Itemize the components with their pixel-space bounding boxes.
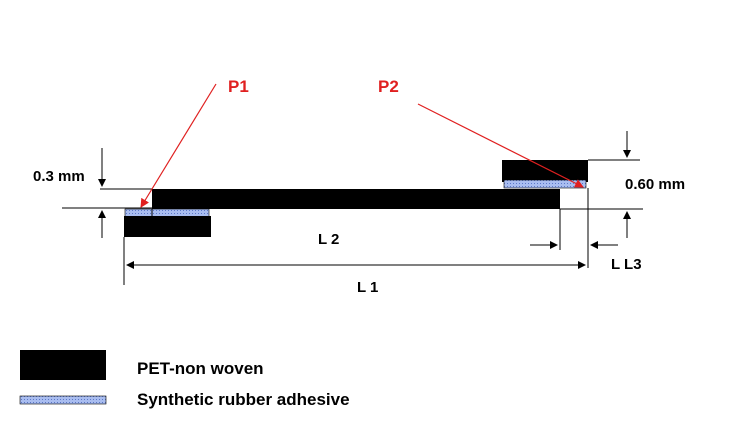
p1-pointer-arrow — [140, 83, 217, 208]
l2-label: L 2 — [318, 231, 339, 248]
right-thickness-label: 0.60 mm — [625, 176, 685, 193]
top-pet-layer-right — [502, 160, 588, 182]
legend-adhesive-swatch — [19, 395, 107, 405]
left-thickness-label: 0.3 mm — [33, 168, 85, 185]
legend-adhesive-label: Synthetic rubber adhesive — [137, 390, 350, 409]
legend-pet-swatch — [20, 350, 106, 380]
legend-pet-label: PET-non woven — [137, 359, 264, 378]
legend: PET-non woven Synthetic rubber adhesive — [19, 350, 350, 409]
main-pet-layer — [152, 189, 560, 209]
p1-label: P1 — [228, 77, 249, 96]
adhesive-layer-right — [503, 179, 587, 189]
l3-label: L L3 — [611, 256, 642, 273]
l1-label: L 1 — [357, 279, 378, 296]
p2-label: P2 — [378, 77, 399, 96]
bottom-pet-layer-left — [124, 216, 211, 237]
p2-pointer-arrow — [417, 103, 584, 188]
adhesive-layer-left — [124, 208, 210, 218]
